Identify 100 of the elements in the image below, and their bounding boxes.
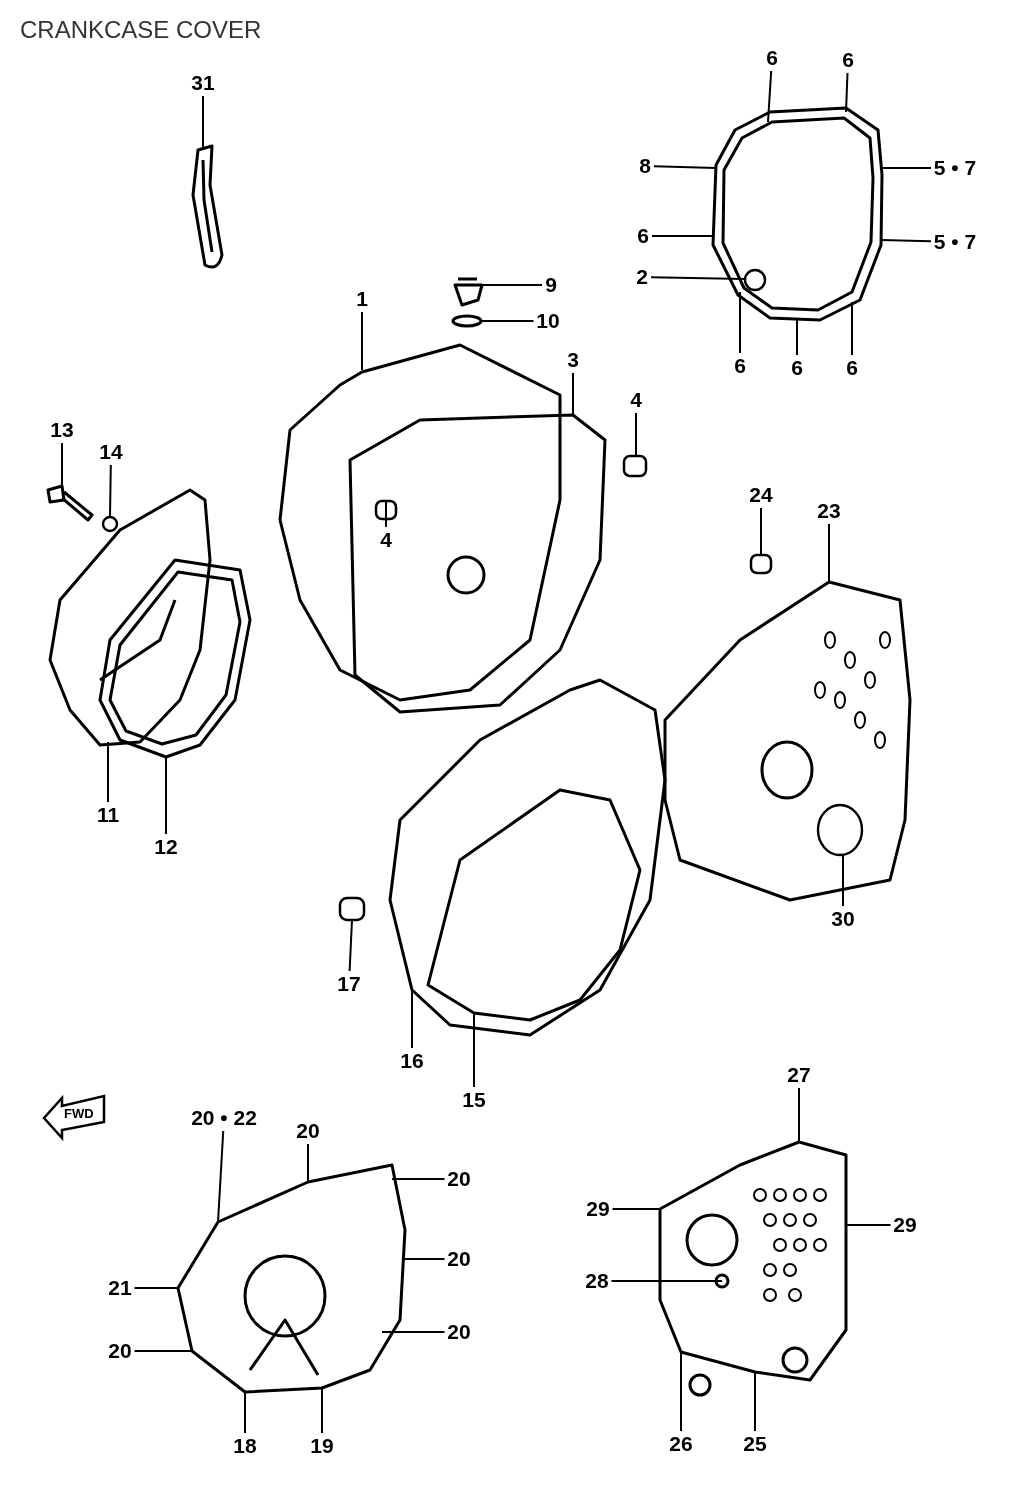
leader-line bbox=[845, 1224, 892, 1226]
leader-line bbox=[244, 1391, 246, 1434]
leader-line bbox=[796, 317, 798, 356]
gasket-drawing bbox=[98, 558, 252, 759]
callout-number: 29 bbox=[892, 1214, 918, 1236]
callout-number: 27 bbox=[786, 1064, 812, 1086]
leader-line bbox=[391, 1178, 446, 1180]
leader-line bbox=[611, 1208, 661, 1210]
leader-line bbox=[61, 442, 63, 487]
leader-line bbox=[481, 284, 543, 286]
leader-line bbox=[480, 320, 535, 322]
leader-line bbox=[610, 1280, 723, 1282]
title: CRANKCASE COVER bbox=[20, 16, 262, 44]
leader-line bbox=[133, 1287, 179, 1289]
leader-line bbox=[680, 1351, 682, 1432]
cover-drawing bbox=[658, 1140, 848, 1397]
callout-number: 25 bbox=[742, 1433, 768, 1455]
gasket-drawing bbox=[388, 678, 667, 1037]
callout-number: 29 bbox=[585, 1198, 611, 1220]
callout-number: 6 bbox=[841, 49, 855, 71]
leader-line bbox=[107, 741, 109, 803]
cap-drawing bbox=[816, 803, 864, 857]
leader-line bbox=[385, 500, 387, 528]
dowel-pin-drawing bbox=[338, 896, 366, 922]
leader-line bbox=[133, 1350, 193, 1352]
bolt-drawing bbox=[46, 484, 94, 522]
leader-line bbox=[798, 1087, 800, 1143]
leader-line bbox=[572, 372, 574, 416]
strap-drawing bbox=[191, 144, 224, 269]
leader-line bbox=[760, 507, 762, 556]
gasket-drawing bbox=[711, 106, 884, 322]
leader-line bbox=[217, 1130, 225, 1223]
leader-line bbox=[651, 235, 714, 237]
callout-number: 20 bbox=[107, 1340, 133, 1362]
callout-number: 20 bbox=[295, 1120, 321, 1142]
cover-drawing bbox=[663, 580, 912, 902]
callout-number: 19 bbox=[309, 1435, 335, 1457]
callout-number: 6 bbox=[733, 355, 747, 377]
callout-number: 13 bbox=[49, 419, 75, 441]
callout-number: 5 • 7 bbox=[932, 157, 978, 179]
leader-line bbox=[828, 523, 830, 583]
callout-number: 3 bbox=[566, 349, 580, 371]
callout-number: 6 bbox=[765, 47, 779, 69]
callout-number: 12 bbox=[153, 836, 179, 858]
dowel-pin-drawing bbox=[749, 553, 773, 575]
gasket-drawing bbox=[348, 413, 607, 714]
callout-number: 14 bbox=[98, 441, 124, 463]
callout-number: 18 bbox=[232, 1435, 258, 1457]
leader-line bbox=[653, 165, 717, 169]
leader-line bbox=[767, 70, 773, 123]
leader-line bbox=[842, 854, 844, 907]
washer-drawing bbox=[451, 314, 483, 328]
cover-drawing bbox=[426, 788, 642, 1022]
leader-line bbox=[109, 464, 112, 518]
leader-line bbox=[881, 167, 932, 169]
leader-line bbox=[321, 1387, 323, 1434]
callout-number: 20 • 22 bbox=[190, 1107, 258, 1129]
callout-number: 23 bbox=[816, 500, 842, 522]
callout-number: 4 bbox=[629, 389, 643, 411]
callout-number: 11 bbox=[95, 804, 121, 826]
leader-line bbox=[650, 276, 746, 280]
callout-number: 20 bbox=[446, 1168, 472, 1190]
dowel-pin-drawing bbox=[374, 499, 398, 521]
generator-cover-drawing bbox=[176, 1163, 407, 1394]
callout-number: 17 bbox=[336, 973, 362, 995]
leader-line bbox=[348, 919, 353, 972]
leader-line bbox=[635, 412, 637, 457]
callout-number: 6 bbox=[845, 357, 859, 379]
callout-number: 31 bbox=[190, 72, 216, 94]
callout-number: 30 bbox=[830, 908, 856, 930]
leader-line bbox=[411, 989, 413, 1049]
leader-line bbox=[381, 1331, 446, 1333]
o-ring-drawing bbox=[743, 268, 767, 292]
crankcase-cover-drawing bbox=[278, 343, 562, 702]
callout-number: 6 bbox=[636, 225, 650, 247]
callout-number: 6 bbox=[790, 357, 804, 379]
callout-number: 28 bbox=[584, 1270, 610, 1292]
leader-line bbox=[307, 1143, 309, 1183]
callout-number: 2 bbox=[635, 266, 649, 288]
leader-line bbox=[165, 756, 167, 835]
leader-line bbox=[851, 301, 853, 356]
callout-number: 20 bbox=[446, 1321, 472, 1343]
callout-number: 21 bbox=[107, 1277, 133, 1299]
callout-number: 16 bbox=[399, 1050, 425, 1072]
leader-line bbox=[754, 1371, 756, 1432]
callout-number: 9 bbox=[544, 274, 558, 296]
callout-number: 8 bbox=[638, 155, 652, 177]
callout-number: 10 bbox=[535, 310, 561, 332]
direction-label: FWD bbox=[64, 1107, 94, 1121]
callout-number: 5 • 7 bbox=[932, 231, 978, 253]
callout-number: 4 bbox=[379, 529, 393, 551]
washer-drawing bbox=[101, 515, 119, 533]
callout-number: 1 bbox=[355, 288, 369, 310]
leader-line bbox=[845, 72, 849, 113]
callout-number: 26 bbox=[668, 1433, 694, 1455]
leader-line bbox=[402, 1258, 446, 1260]
oil-plug-drawing bbox=[453, 277, 484, 307]
dowel-pin-drawing bbox=[622, 454, 648, 478]
leader-line bbox=[202, 95, 204, 151]
callout-number: 24 bbox=[748, 484, 774, 506]
